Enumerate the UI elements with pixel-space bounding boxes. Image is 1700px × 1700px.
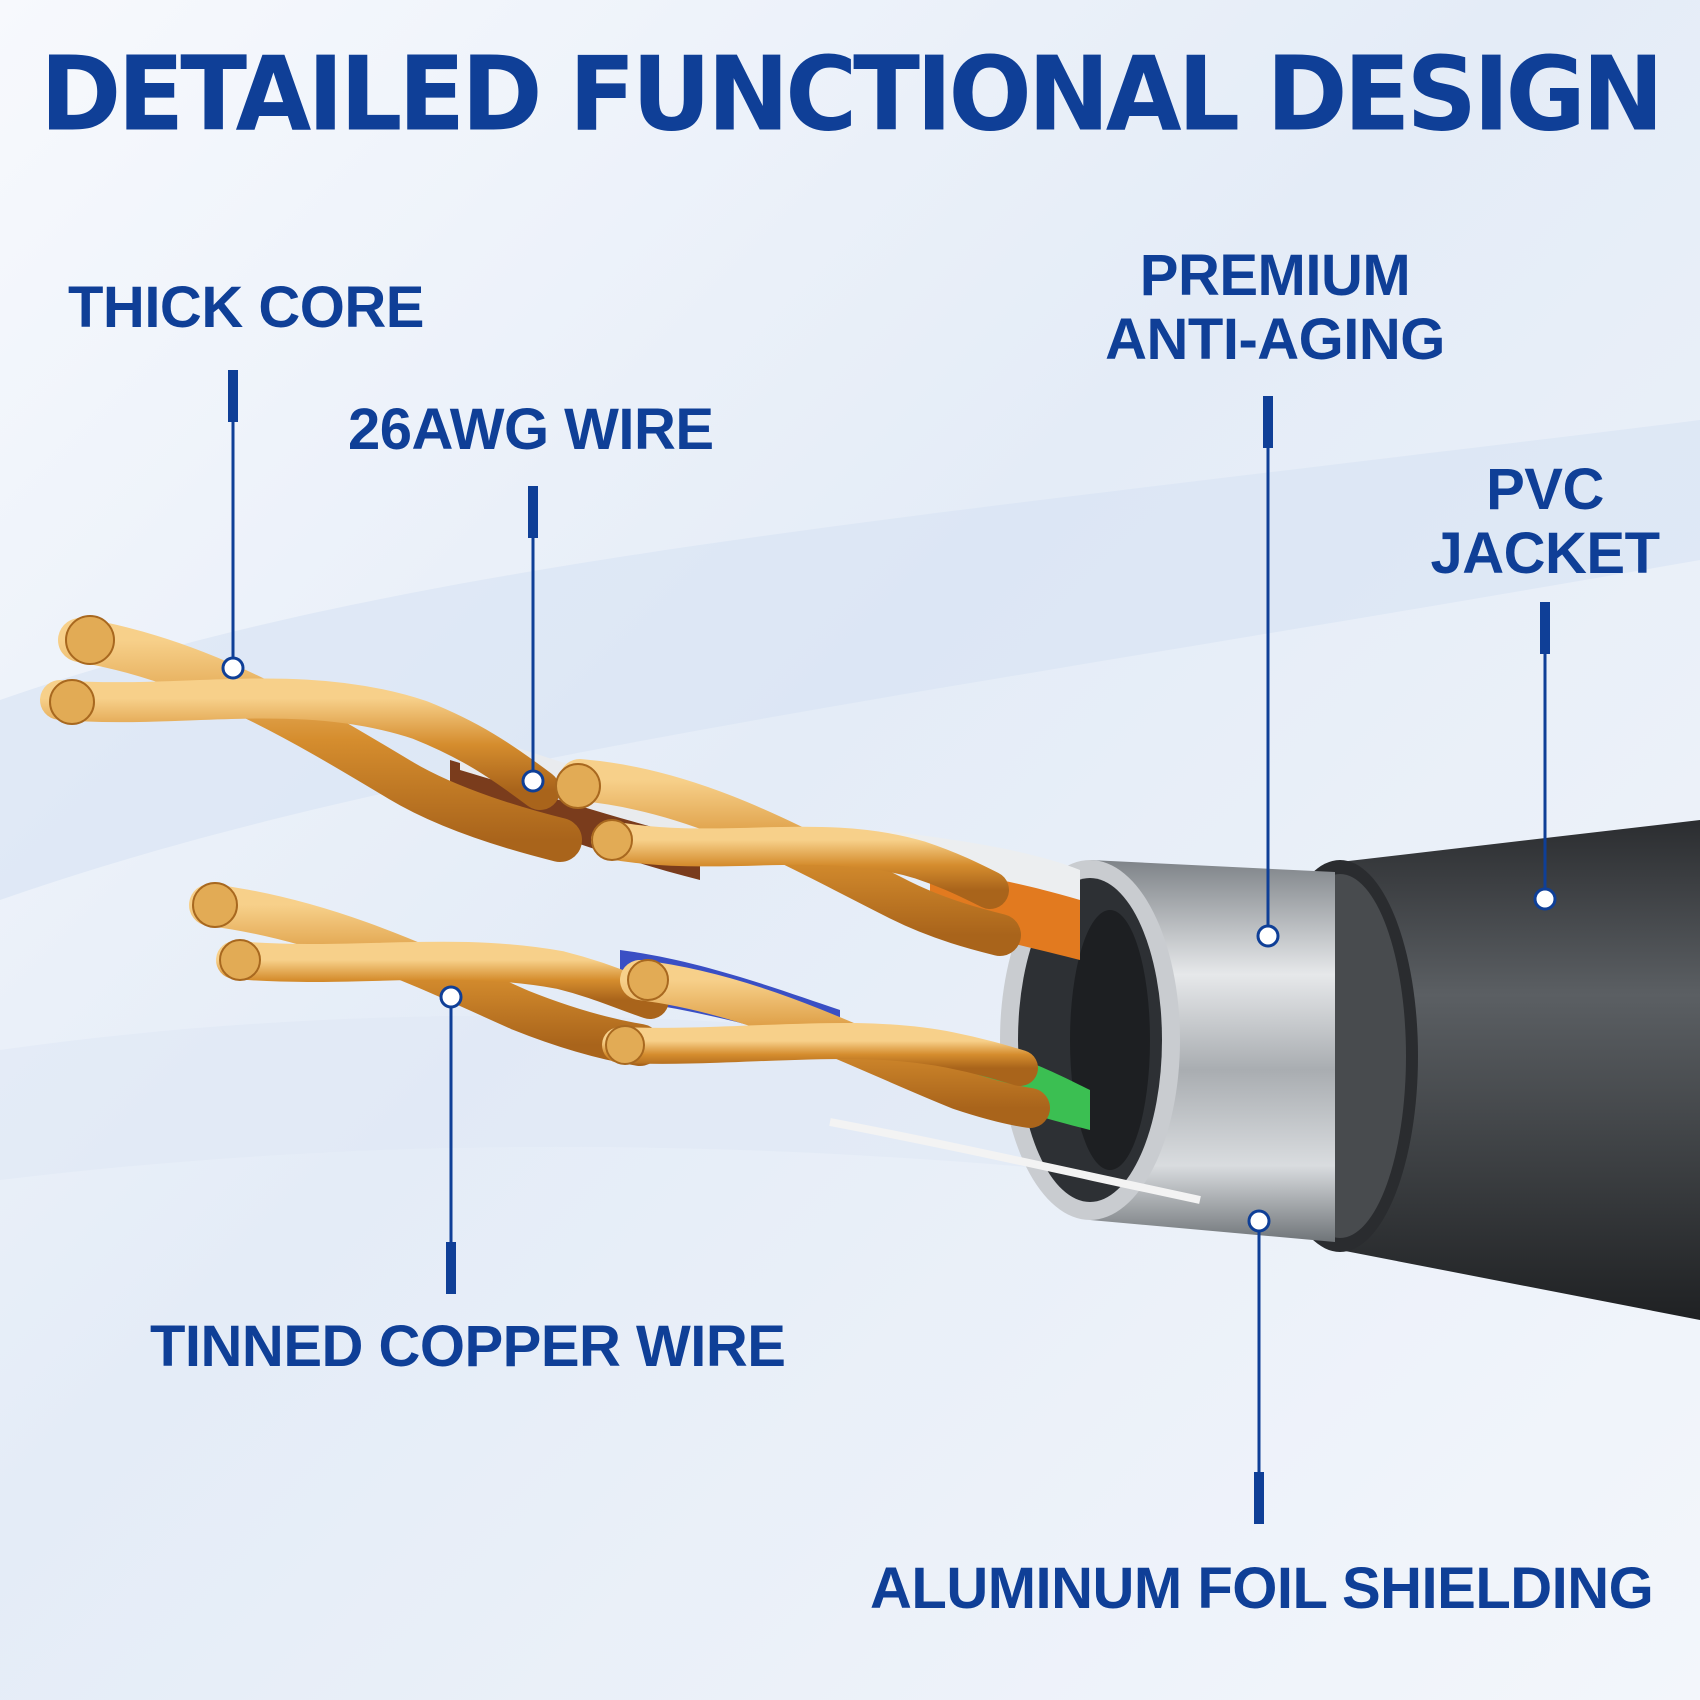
label-pvc-line2: JACKET	[1430, 521, 1660, 586]
drain-wire	[829, 1118, 1201, 1204]
callout-dot-thick-core	[221, 656, 245, 680]
strand-end-caps	[49, 615, 669, 1065]
copper-twisted-pair	[189, 884, 669, 1066]
callout-lines	[221, 370, 1557, 1524]
callout-dot-premium	[1256, 924, 1280, 948]
callout-dot-26awg	[521, 769, 545, 793]
copper-twisted-pair	[559, 759, 1021, 956]
label-tinned-copper-wire: TINNED COPPER WIRE	[150, 1314, 786, 1379]
label-pvc-jacket: PVC JACKET	[1420, 458, 1670, 586]
callout-dot-tinned-copper	[439, 985, 463, 1009]
label-aluminum-foil-shielding: ALUMINUM FOIL SHIELDING	[870, 1556, 1654, 1621]
drain-wire-inner	[1070, 910, 1150, 1170]
label-premium-line2: ANTI-AGING	[1105, 307, 1445, 372]
label-premium-anti-aging: PREMIUM ANTI-AGING	[1090, 244, 1460, 372]
page-title: DETAILED FUNCTIONAL DESIGN	[40, 35, 1664, 155]
callout-dot-pvc	[1533, 887, 1557, 911]
label-pvc-line1: PVC	[1486, 457, 1604, 522]
label-premium-line1: PREMIUM	[1139, 243, 1411, 308]
label-26awg-wire: 26AWG WIRE	[348, 397, 714, 462]
label-thick-core: THICK CORE	[68, 275, 424, 340]
pvc-jacket	[1340, 820, 1700, 1320]
callout-dot-aluminum-foil	[1247, 1209, 1271, 1233]
copper-twisted-pair	[602, 960, 1050, 1128]
copper-twisted-pair	[40, 618, 582, 862]
